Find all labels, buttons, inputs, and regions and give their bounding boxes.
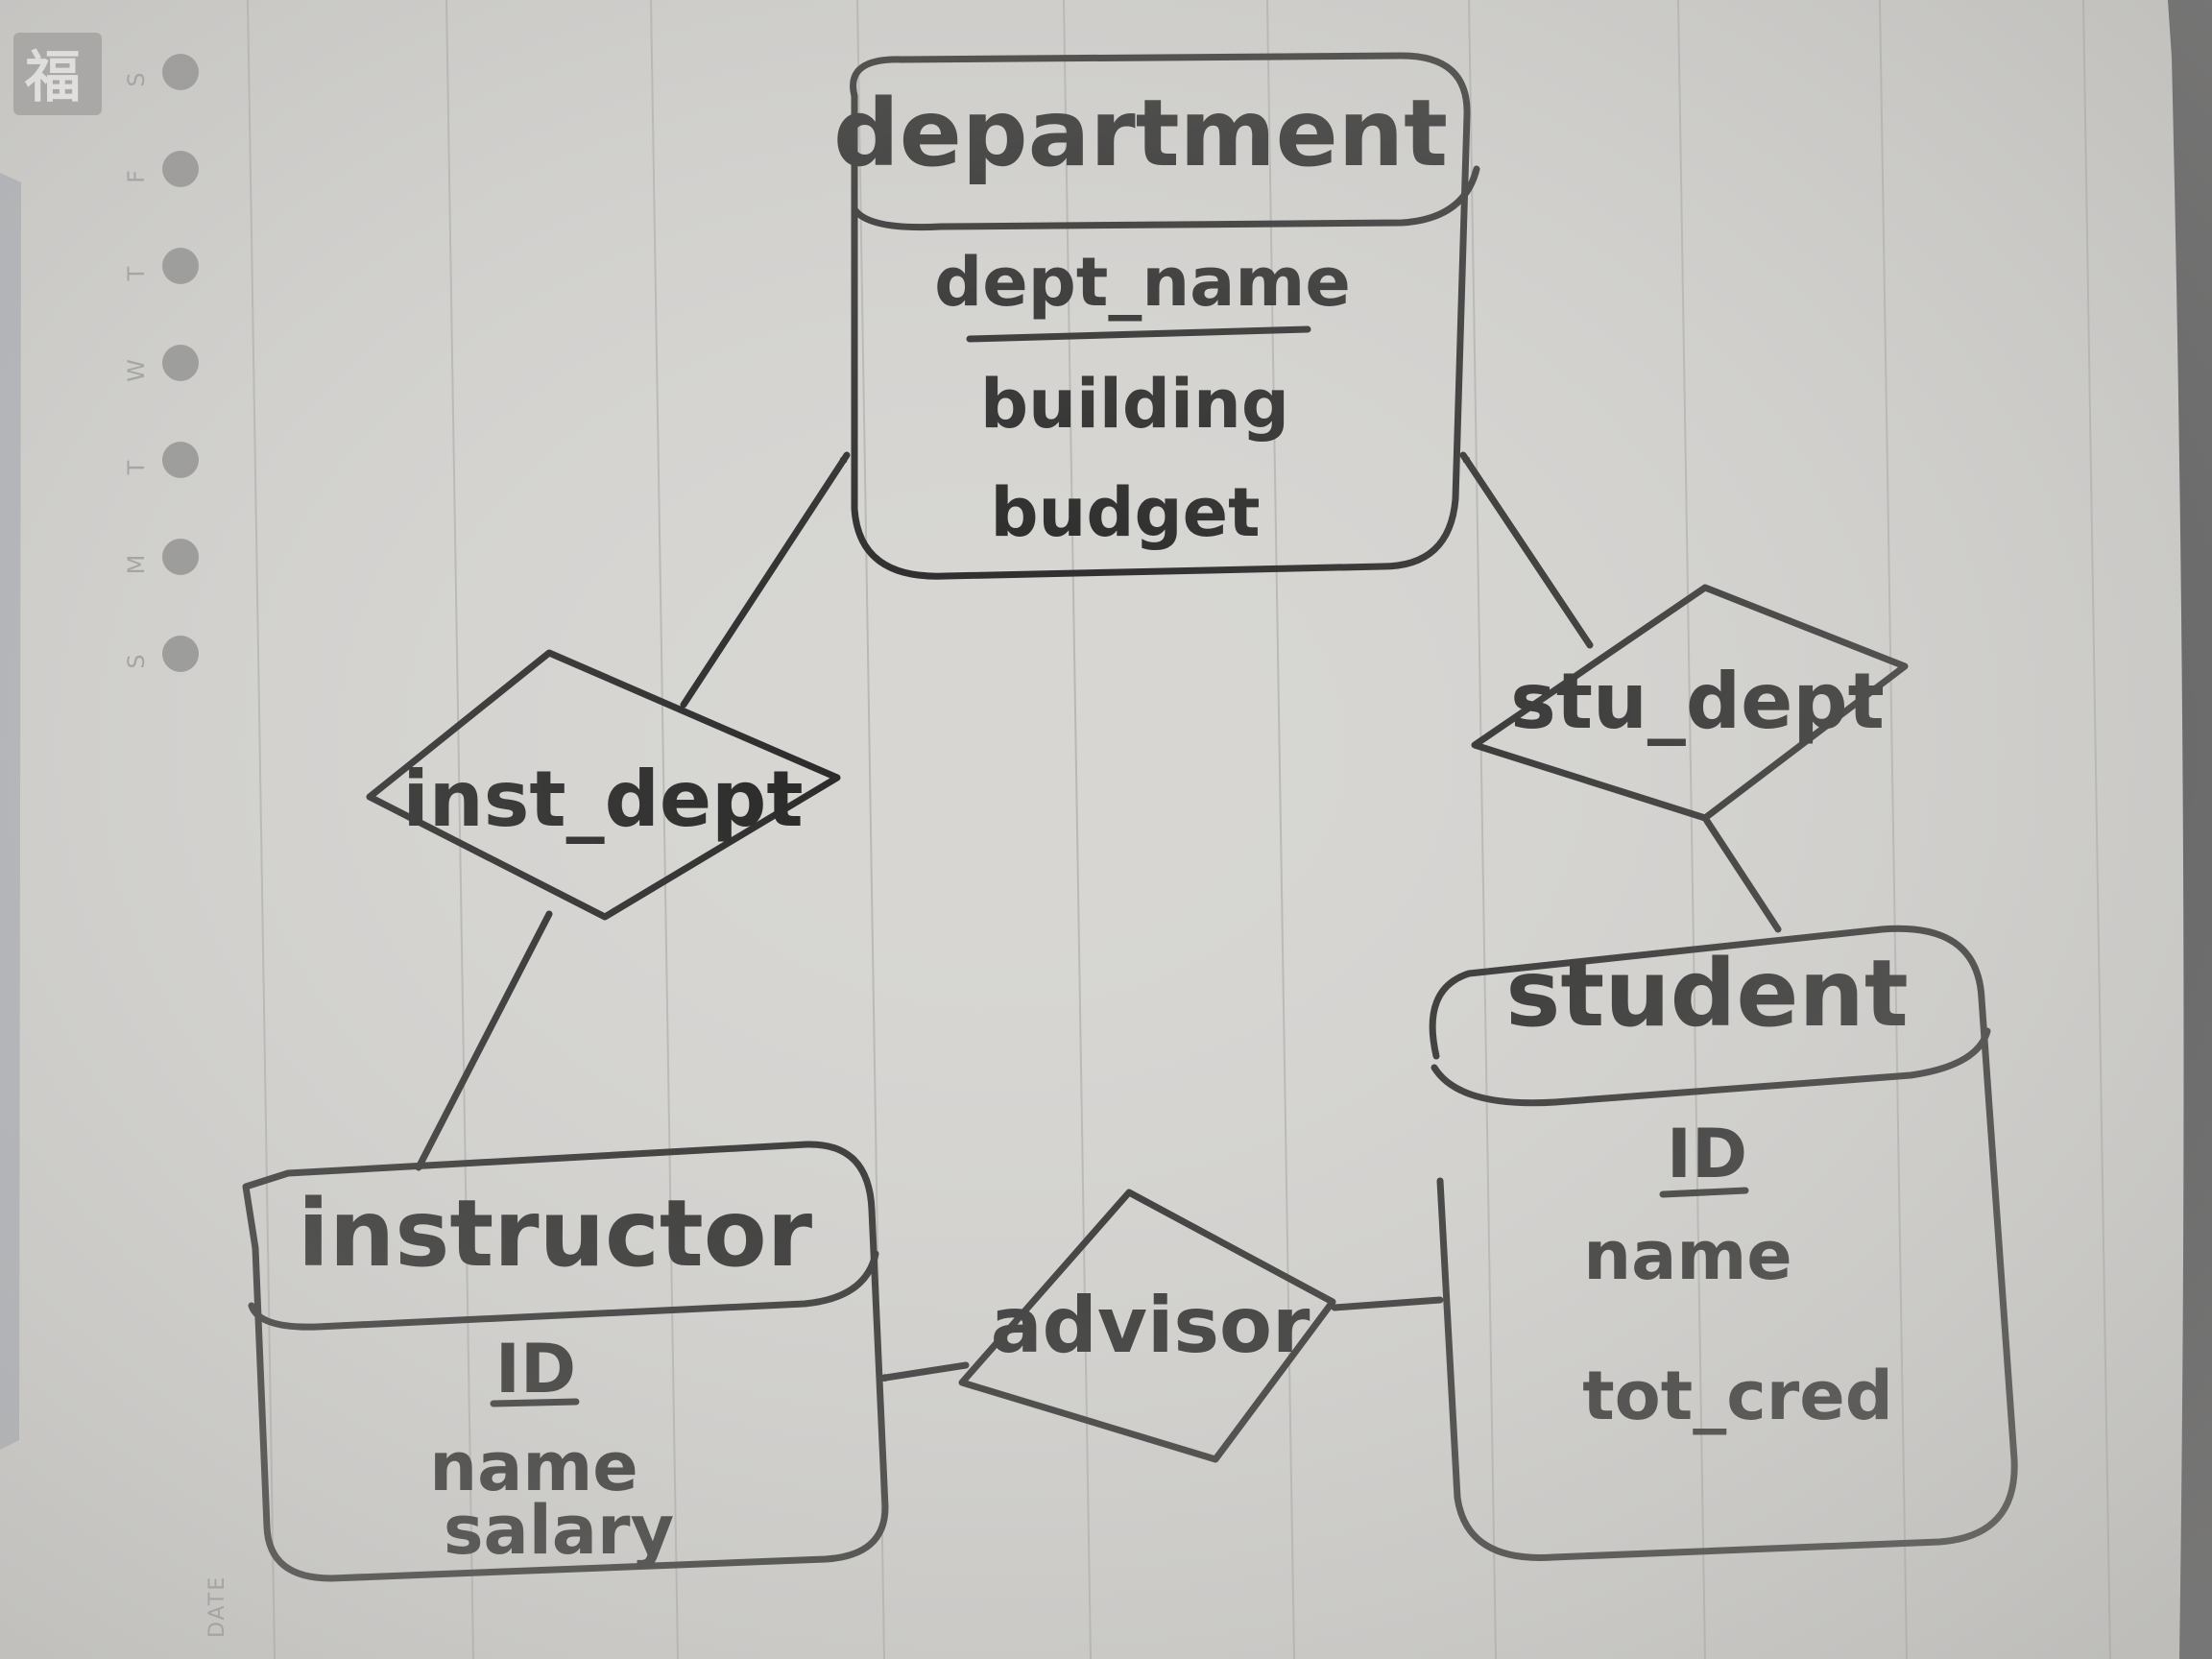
weekday-letter: F [123, 170, 150, 183]
entity-student-title: student [1505, 940, 1908, 1047]
relationship-stu-dept-label: stu_dept [1510, 657, 1885, 746]
watermark-stamp: 福 [13, 33, 102, 115]
weekday-letter: M [123, 555, 150, 575]
weekday-letter: S [123, 72, 150, 86]
weekday-dot [162, 345, 199, 381]
entity-instructor-pk-underline [490, 1398, 580, 1407]
entity-instructor-attr-2: salary [444, 1491, 674, 1570]
weekday-dot [162, 636, 199, 672]
weekday-dot [162, 54, 199, 90]
weekday-dot [162, 151, 199, 187]
weekday-dot [162, 248, 199, 284]
weekday-dot [162, 539, 199, 575]
entity-department-title: department [833, 80, 1448, 187]
entity-instructor-title: instructor [298, 1180, 813, 1287]
weekday-letter: T [123, 266, 150, 281]
entity-department-pk: dept_name [934, 243, 1351, 322]
desk-background-left [0, 173, 21, 1450]
entity-student-pk-underline [1659, 1187, 1749, 1198]
relationship-advisor-label: advisor [991, 1281, 1310, 1370]
weekday-letter: T [123, 460, 150, 475]
watermark-text: 福 [24, 44, 81, 109]
entity-student-attr-2: tot_cred [1582, 1357, 1893, 1435]
entity-student-pk: ID [1667, 1115, 1747, 1193]
weekday-dot [162, 442, 199, 478]
date-label: DATE [205, 1575, 229, 1638]
entity-instructor-pk: ID [495, 1330, 576, 1408]
weekday-letter: W [123, 359, 150, 382]
entity-department-attr-2: budget [990, 473, 1260, 552]
weekday-letter: S [123, 654, 150, 668]
relationship-inst-dept-label: inst_dept [402, 755, 803, 844]
entity-department-attr-1: building [980, 365, 1289, 444]
entity-student-attr-1: name [1583, 1216, 1792, 1295]
